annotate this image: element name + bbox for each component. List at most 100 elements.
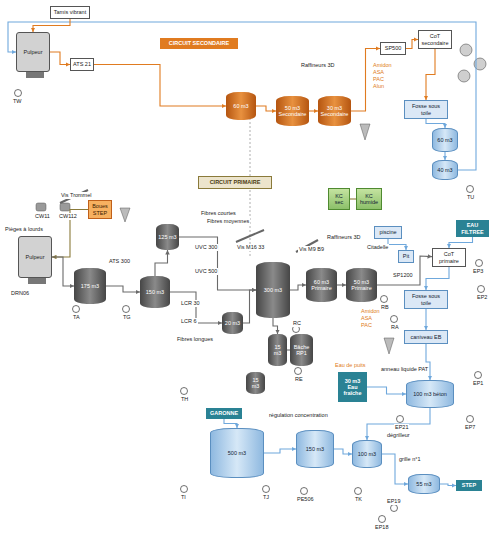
pump-symbol	[391, 505, 398, 512]
pump-symbol	[397, 416, 404, 423]
storage-tank: 55 m3	[408, 474, 440, 494]
node-text: 40 m3	[437, 167, 452, 173]
storage-tank: 15 m3	[268, 334, 287, 366]
pump-symbol	[123, 306, 130, 313]
process-box: CoT primaire	[432, 248, 466, 267]
node-text: CoT secondaire	[421, 33, 449, 46]
node-text: CIRCUIT SECONDAIRE	[169, 40, 230, 46]
flow-line	[256, 106, 276, 111]
node-text: caniveau EB	[411, 334, 442, 340]
equipment-label: régulation concentration	[268, 412, 329, 419]
node-text: 30 m3 Eau fraîche	[340, 378, 365, 397]
equipment-label: Vis Trommel	[60, 192, 92, 199]
circuit-band: CIRCUIT SECONDAIRE	[160, 38, 238, 49]
chemical-label: ASA	[372, 69, 385, 76]
chemical-label: Amidon	[372, 62, 393, 69]
equipment-label: ATS 300	[108, 258, 131, 265]
equipment-label: Vis M16 33	[236, 244, 265, 251]
node-text: 20 m3	[225, 320, 240, 326]
storage-tank: 100 m3	[352, 440, 382, 468]
process-box: KC humide	[356, 188, 382, 210]
pump-symbol	[181, 486, 188, 493]
equipment-label: EP3	[472, 268, 484, 275]
process-box: caniveau EB	[404, 330, 448, 344]
node-text: Fosse sous toile	[407, 103, 445, 116]
node-text: STEP	[462, 482, 476, 488]
pump-symbol	[467, 186, 474, 193]
equipment-label: EP21	[394, 424, 409, 431]
storage-tank: 150 m3	[296, 430, 334, 468]
process-box: Boues STEP	[88, 200, 112, 219]
storage-tank: 50 m3 Primaire	[346, 268, 377, 302]
node-text: Boues STEP	[91, 203, 109, 216]
process-box: Fosse sous toile	[404, 290, 448, 309]
equipment-label: anneau liquide PAT	[380, 366, 429, 373]
process-box: Pit	[398, 250, 414, 263]
flow-line	[264, 449, 296, 453]
equipment-label: TI	[180, 494, 187, 501]
cleaner-symbol	[60, 203, 70, 211]
process-box: STEP	[456, 480, 482, 491]
flow-line	[337, 284, 346, 285]
flow-line	[52, 257, 74, 286]
node-text: 60 m3 Primaire	[308, 279, 335, 292]
node-text: Bâche RP1	[292, 344, 311, 357]
storage-tank: 15 m3	[246, 372, 265, 394]
equipment-label: TU	[466, 194, 475, 201]
flow-line	[388, 239, 406, 250]
process-box: Fosse sous toile	[404, 100, 448, 119]
equipment-label: TA	[72, 314, 81, 321]
equipment-label: SP1200	[392, 272, 414, 279]
process-box: EAU FILTREE	[456, 220, 489, 237]
chemical-label: ASA	[360, 315, 373, 322]
process-box: CoT secondaire	[418, 30, 452, 49]
flow-line	[106, 286, 140, 292]
flow-line	[334, 449, 352, 454]
node-text: Fosse sous toile	[407, 293, 445, 306]
pump-symbol	[263, 486, 270, 493]
storage-tank: Bâche RP1	[290, 334, 313, 366]
node-text: 30 m3 Secondaire	[320, 105, 349, 118]
pulper-motor	[26, 72, 44, 78]
process-box: piscine	[374, 226, 402, 239]
flow-line	[406, 40, 418, 49]
storage-tank: 300 m3	[256, 262, 290, 318]
pulper-motor	[28, 278, 46, 284]
pump-symbol	[475, 372, 482, 379]
process-box: KC sec	[328, 188, 350, 210]
node-text: 150 m3	[146, 289, 164, 295]
machine-roll	[458, 70, 470, 82]
equipment-label: Fibres longues	[176, 336, 214, 343]
equipment-label: DRN06	[10, 290, 30, 297]
equipment-label: RA	[390, 324, 400, 331]
node-text: SP500	[385, 45, 402, 51]
node-text: 50 m3 Secondaire	[278, 105, 307, 118]
flow-line	[444, 152, 445, 160]
pump-symbol	[467, 416, 474, 423]
equipment-label: TW	[12, 98, 23, 105]
equipment-label: TG	[122, 314, 132, 321]
flow-line	[50, 52, 70, 65]
node-text: 100 m3 béton	[413, 391, 447, 397]
node-text: 50 m3 Primaire	[348, 279, 375, 292]
node-text: 15 m3	[270, 344, 285, 357]
equipment-label: EP2	[476, 294, 488, 301]
node-text: 125 m3	[158, 234, 176, 240]
process-box: ATS 21	[70, 58, 94, 71]
equipment-label: Raffineurs 3D	[300, 62, 336, 69]
flow-line	[426, 49, 435, 100]
flow-line	[290, 285, 306, 290]
machine-roll	[460, 44, 472, 56]
equipment-label: RB	[380, 304, 390, 311]
chemical-label: Alun	[372, 83, 385, 90]
node-text: 175 m3	[81, 283, 99, 289]
flow-line	[309, 110, 318, 111]
equipment-label: Fibres courtes	[200, 210, 237, 217]
storage-tank: 150 m3	[140, 276, 170, 308]
storage-tank: 60 m3	[226, 92, 256, 120]
equipment-label: EP1	[472, 380, 484, 387]
equipment-label: TK	[354, 496, 363, 503]
equipment-label: Citadelle	[366, 244, 389, 251]
storage-tank: 175 m3	[74, 268, 106, 304]
equipment-label: CW11	[34, 213, 51, 220]
